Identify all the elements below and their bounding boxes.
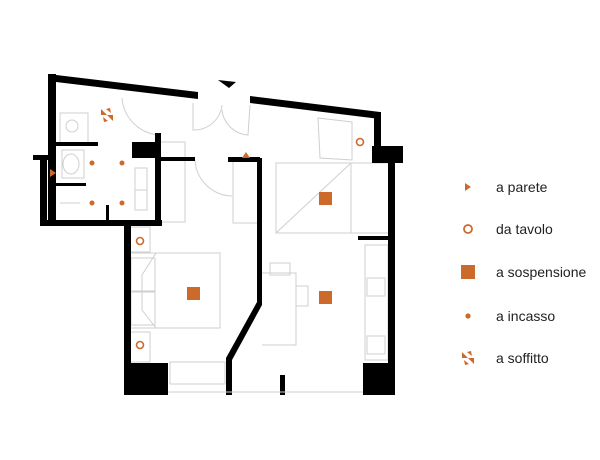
recessed-light-icon [89, 200, 95, 206]
wardrobe [159, 141, 186, 223]
pendant-light-icon [187, 287, 200, 300]
door-swing [121, 97, 161, 136]
ceiling-light-icon [460, 350, 476, 366]
sink [366, 277, 386, 297]
wall-light-icon [50, 169, 56, 177]
pendant-light-icon [319, 291, 332, 304]
legend-item-table: da tavolo [460, 219, 553, 239]
furniture [59, 97, 390, 385]
table-lamp-icon [135, 236, 145, 246]
table-lamp-icon [460, 221, 476, 237]
pendant-light-icon [319, 192, 332, 205]
recessed-light-icon [119, 200, 125, 206]
table-lamp-icon [135, 340, 145, 350]
armchair [317, 117, 353, 161]
balcony-chairs [169, 361, 226, 385]
legend-item-ceiling: a soffitto [460, 348, 549, 368]
ceiling-light-icon [101, 108, 113, 122]
table [262, 272, 297, 346]
table-lamp-icon [355, 137, 365, 147]
wall-light-icon [460, 179, 476, 195]
entrance-arrow [218, 80, 236, 88]
wall-light-icon [242, 152, 250, 158]
legend-label: da tavolo [496, 221, 553, 237]
legend-item-wall: a parete [460, 177, 547, 197]
legend-label: a soffitto [496, 350, 549, 366]
wardrobe [232, 157, 259, 224]
recessed-light-icon [119, 160, 125, 166]
walls [33, 74, 403, 395]
washing-machine [59, 112, 89, 144]
legend-label: a incasso [496, 308, 556, 324]
hob [366, 335, 386, 355]
pendant-light-icon [460, 264, 476, 280]
legend-label: a sospensione [496, 264, 587, 280]
recessed-light-icon [89, 160, 95, 166]
lights [50, 108, 365, 350]
legend-item-recessed: a incasso [460, 306, 555, 326]
legend-item-pendant: a sospensione [460, 262, 586, 282]
recessed-light-icon [460, 308, 476, 324]
legend-label: a parete [496, 179, 548, 195]
